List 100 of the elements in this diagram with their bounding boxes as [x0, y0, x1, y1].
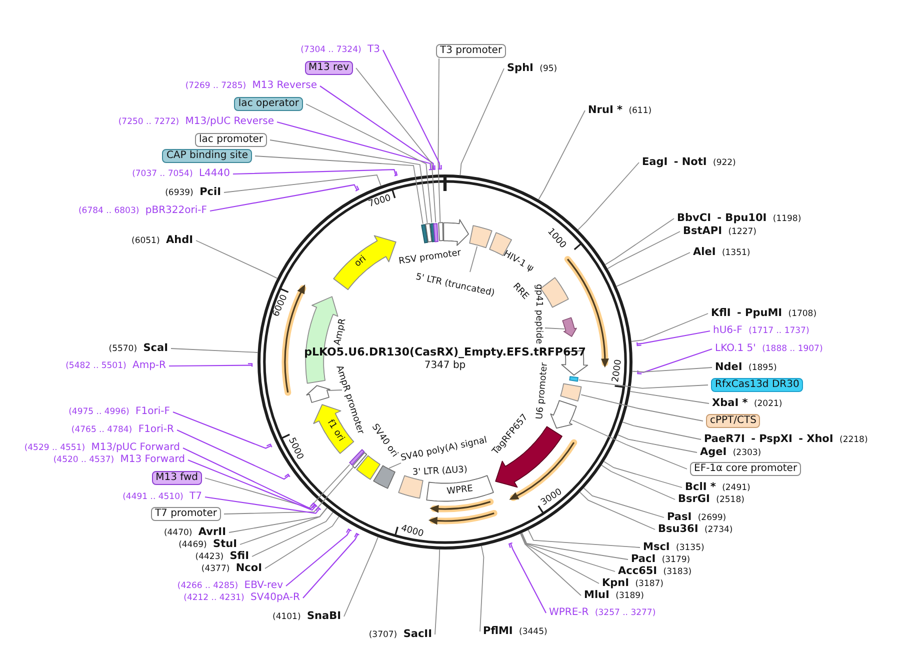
leader-line — [240, 507, 328, 545]
restriction-site-label: PasI (2699) — [667, 511, 726, 524]
scale-label: 6000 — [272, 292, 292, 318]
leader-line — [522, 532, 628, 560]
restriction-site-label: KpnI (3187) — [602, 577, 664, 590]
feature-box — [348, 449, 364, 466]
restriction-site-label: Bsu36I (2734) — [658, 523, 733, 536]
feature-box — [438, 222, 444, 242]
feature-label: SV40 poly(A) signal — [400, 435, 488, 465]
restriction-site-label: (4377) NcoI — [201, 562, 262, 575]
leader-line — [578, 162, 640, 230]
restriction-site-label: KflI - PpuMI (1708) — [711, 307, 817, 320]
feature-tag: CAP binding site — [162, 149, 252, 163]
leader-line — [460, 68, 504, 176]
restriction-site-label: BstAPI (1227) — [683, 225, 756, 238]
restriction-site-label: (4470) AvrII — [164, 526, 226, 539]
restriction-site-label: AgeI (2303) — [700, 446, 762, 459]
leader-line — [187, 459, 318, 511]
restriction-site-label: (4469) StuI — [178, 538, 237, 551]
restriction-site-label: BclI * (2491) — [685, 481, 750, 494]
primer-label: hU6-F (1717 .. 1737) — [713, 325, 810, 337]
pointed-feature-block — [562, 316, 578, 337]
primer-label: (5482 .. 5501) Amp-R — [66, 360, 166, 372]
leader-line — [480, 545, 484, 632]
primer-label: (4765 .. 4784) F1ori-R — [71, 424, 174, 436]
leader-line — [630, 313, 708, 342]
feature-label: RSV promoter — [398, 248, 462, 268]
restriction-site-label: (4423) SfiI — [195, 550, 249, 563]
restriction-site-label: NruI * (611) — [588, 104, 652, 117]
leader-line — [328, 390, 342, 391]
restriction-site-label: PaeR7I - PspXI - XhoI (2218) — [704, 433, 868, 446]
leader-line — [508, 542, 547, 614]
feature-label: ori — [352, 254, 370, 270]
leader-line — [302, 532, 360, 599]
leader-line — [264, 516, 340, 569]
restriction-site-label: MscI (3135) — [643, 541, 704, 554]
leader-line — [603, 461, 682, 488]
restriction-site-label: BsrGI (2518) — [678, 493, 744, 506]
feature-box — [560, 384, 582, 402]
leader-line — [601, 464, 676, 500]
primer-label: (4529 .. 4551) M13/pUC Forward — [24, 442, 180, 454]
leader-line — [356, 68, 436, 223]
restriction-site-label: (6051) AhdI — [132, 234, 193, 247]
leader-line — [306, 104, 432, 224]
leader-line — [616, 252, 690, 287]
leader-line — [252, 512, 334, 557]
leader-line — [632, 367, 712, 372]
sequence-length: 7347 bp — [424, 360, 466, 372]
feature-label: WPRE — [446, 484, 474, 498]
scale-label: 7000 — [368, 192, 393, 210]
leader-line — [228, 507, 328, 533]
primer-label: (7269 .. 7285) M13 Reverse — [185, 80, 317, 92]
leader-line — [579, 492, 656, 530]
leader-line — [224, 174, 382, 193]
leader-line — [630, 390, 710, 404]
leader-line — [520, 533, 582, 596]
feature-label: AmpR — [332, 317, 350, 346]
feature-label: U6 promoter — [535, 362, 551, 420]
feature-tag: cPPT/CTS — [706, 414, 760, 428]
primer-label: (4266 .. 4285) EBV-rev — [177, 580, 283, 592]
feature-box — [420, 224, 428, 244]
leader-line — [438, 58, 441, 223]
leader-line — [544, 328, 565, 330]
leader-line — [285, 528, 352, 587]
feature-box — [434, 222, 439, 242]
leader-line — [434, 548, 440, 635]
leader-line — [622, 422, 702, 440]
primer-label: (4520 .. 4537) M13 Forward — [53, 454, 185, 466]
leader-line — [388, 462, 402, 469]
feature-box — [424, 223, 432, 243]
feature-tag: M13 fwd — [152, 471, 202, 485]
feature-tag: EF-1α core promoter — [690, 462, 802, 476]
restriction-site-label: (3707) SacII — [368, 628, 432, 641]
restriction-site-label: XbaI * (2021) — [712, 397, 782, 410]
scale-label: 5000 — [285, 436, 305, 462]
feature-label: gp41 peptide — [532, 284, 544, 344]
restriction-site-label: EagI - NotI (922) — [642, 156, 736, 169]
leader-line — [176, 429, 290, 480]
leader-line — [168, 363, 253, 368]
leader-line — [172, 411, 272, 449]
leader-line — [520, 532, 616, 572]
feature-tag: T3 promoter — [436, 44, 506, 58]
leader-line — [470, 246, 478, 272]
leader-line — [209, 184, 360, 212]
restriction-site-label: Acc65I (3183) — [618, 565, 692, 578]
leader-line — [617, 434, 698, 453]
leader-line — [232, 169, 398, 176]
leader-line — [254, 156, 424, 224]
restriction-site-label: BbvCI - Bpu10I (1198) — [677, 212, 802, 225]
leader-line — [572, 420, 688, 470]
restriction-site-label: (5570) ScaI — [108, 342, 168, 355]
restriction-site-label: SphI (95) — [507, 62, 558, 75]
scale-label: 2000 — [610, 358, 625, 384]
leader-line — [528, 530, 640, 548]
leader-line — [607, 231, 680, 270]
leader-line — [270, 140, 428, 224]
feature-tag: lac operator — [234, 97, 303, 111]
leader-line — [170, 348, 258, 353]
primer-label: (4212 .. 4231) SV40pA-R — [184, 592, 300, 604]
leader-line — [583, 488, 664, 518]
